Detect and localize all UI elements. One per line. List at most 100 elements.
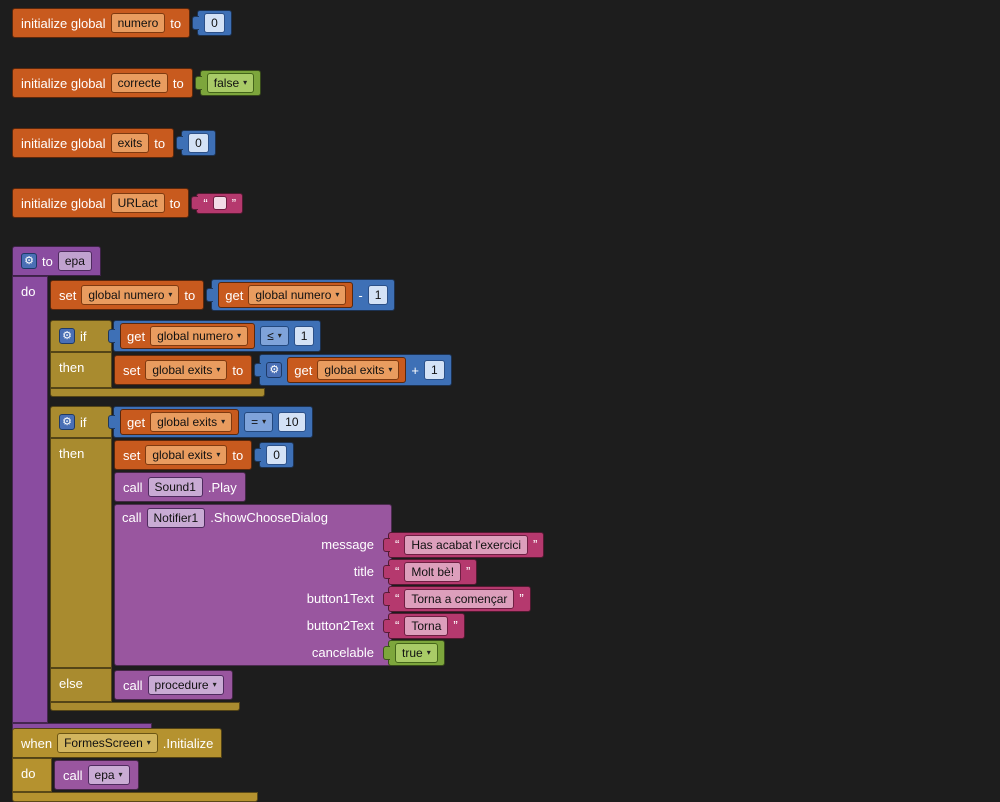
gear-icon[interactable]: ⚙ — [21, 253, 37, 269]
text-field[interactable]: Torna — [404, 615, 449, 636]
logic-dropdown[interactable]: true ▾ — [395, 642, 438, 663]
call-notifier-showchoosedialog-block[interactable]: call Notifier1 .ShowChooseDialog message… — [114, 504, 545, 666]
variable-dropdown-label: global numero — [88, 288, 165, 302]
logic-true-block[interactable]: true ▾ — [388, 639, 445, 666]
when-label: when — [21, 735, 53, 751]
number-block[interactable]: 0 — [181, 130, 216, 156]
procedure-dropdown-label: procedure — [154, 678, 209, 692]
variable-dropdown[interactable]: global exits ▾ — [150, 412, 233, 432]
if-block-2[interactable]: ⚙ if get global exits ▾ — [50, 406, 545, 711]
operator-dropdown-label: ≤ — [267, 329, 274, 343]
math-add-block[interactable]: ⚙ get global exits ▾ + 1 — [259, 354, 452, 386]
to-label: to — [169, 195, 181, 211]
variable-dropdown[interactable]: global exits ▾ — [145, 445, 228, 465]
procedure-dropdown[interactable]: procedure ▾ — [147, 675, 224, 695]
procedure-name-field[interactable]: epa — [57, 251, 92, 271]
empty-text-block[interactable]: “ ” — [196, 192, 244, 214]
set-global-exits-block[interactable]: set global exits ▾ to — [114, 440, 253, 470]
get-global-exits-block[interactable]: get global exits ▾ — [120, 409, 240, 435]
logic-false-block[interactable]: false ▾ — [199, 70, 262, 96]
method-label: .Play — [207, 479, 237, 495]
initialize-global-urlact-block[interactable]: initialize global URLact to — [12, 188, 190, 218]
when-formesscreen-initialize-block[interactable]: when FormesScreen ▾ .Initialize do call … — [12, 728, 258, 802]
chevron-down-icon: ▾ — [118, 770, 123, 779]
comparison-block[interactable]: get global numero ▾ ≤ ▾ 1 — [113, 320, 322, 352]
number-block[interactable]: 0 — [197, 10, 232, 36]
procedure-epa-block[interactable]: ⚙ to epa do set global numero ▾ to get — [12, 246, 545, 733]
if-block-bottom-edge — [50, 702, 240, 711]
get-label: get — [225, 287, 244, 303]
set-global-exits-block[interactable]: set global exits ▾ to — [114, 355, 253, 385]
text-block[interactable]: “ Torna ” — [388, 612, 465, 639]
text-block[interactable]: “ Molt bè! ” — [388, 558, 478, 585]
init-global-numero-group[interactable]: initialize global numero to 0 — [12, 8, 232, 38]
component-dropdown[interactable]: FormesScreen ▾ — [57, 733, 158, 753]
event-header[interactable]: when FormesScreen ▾ .Initialize — [12, 728, 223, 758]
param-row-button1text: button1Text “ Torna a començar ” — [114, 585, 544, 612]
text-field[interactable] — [212, 196, 227, 210]
variable-dropdown[interactable]: global exits ▾ — [317, 360, 400, 380]
procedure-dropdown[interactable]: epa ▾ — [87, 765, 130, 785]
set-global-numero-block[interactable]: set global numero ▾ to — [50, 280, 205, 310]
text-field[interactable]: Has acabat l'exercici — [404, 534, 529, 555]
minus-operator-label: - — [358, 287, 363, 303]
variable-dropdown[interactable]: global exits ▾ — [145, 360, 228, 380]
if-header[interactable]: ⚙ if — [50, 406, 112, 438]
number-block[interactable]: 0 — [259, 442, 294, 468]
math-subtract-block[interactable]: get global numero ▾ - 1 — [211, 279, 396, 311]
variable-name-field[interactable]: exits — [110, 133, 150, 153]
text-block[interactable]: “ Torna a començar ” — [388, 585, 531, 612]
text-block[interactable]: “ Has acabat l'exercici ” — [388, 531, 545, 558]
chevron-down-icon: ▾ — [243, 78, 248, 87]
to-label: to — [42, 253, 53, 269]
call-epa-block[interactable]: call epa ▾ — [54, 760, 139, 790]
logic-dropdown-label: false — [213, 76, 240, 90]
initialize-global-numero-block[interactable]: initialize global numero to — [12, 8, 191, 38]
set-numero-row[interactable]: set global numero ▾ to get global numero… — [50, 279, 396, 311]
init-global-urlact-group[interactable]: initialize global URLact to “ ” — [12, 188, 244, 218]
variable-dropdown[interactable]: global numero ▾ — [248, 285, 347, 305]
text-field[interactable]: Torna a començar — [404, 588, 515, 609]
component-dropdown[interactable]: Sound1 — [147, 477, 203, 497]
number-field[interactable]: 10 — [278, 412, 306, 432]
param-label: button1Text — [306, 591, 374, 606]
logic-dropdown[interactable]: false ▾ — [206, 73, 255, 93]
variable-name-field[interactable]: correcte — [110, 73, 168, 93]
get-global-numero-block[interactable]: get global numero ▾ — [120, 323, 256, 349]
gear-icon[interactable]: ⚙ — [59, 414, 75, 430]
procedure-body: do set global numero ▾ to get global — [12, 276, 545, 723]
number-field[interactable]: 1 — [367, 285, 389, 305]
gear-icon[interactable]: ⚙ — [266, 362, 283, 378]
variable-dropdown[interactable]: global numero ▾ — [81, 285, 180, 305]
call-procedure-block[interactable]: call procedure ▾ — [114, 670, 233, 700]
initialize-global-exits-block[interactable]: initialize global exits to — [12, 128, 175, 158]
number-field[interactable]: 1 — [423, 360, 445, 380]
variable-name-field[interactable]: URLact — [110, 193, 165, 213]
init-global-exits-group[interactable]: initialize global exits to 0 — [12, 128, 216, 158]
close-quote-icon: ” — [453, 618, 458, 633]
call-label: call — [123, 677, 143, 693]
if-condition-socket: get global exits ▾ = ▾ 10 — [113, 406, 313, 438]
call-sound1-play-block[interactable]: call Sound1 .Play — [114, 472, 246, 502]
get-global-exits-block[interactable]: get global exits ▾ — [287, 357, 407, 383]
number-field[interactable]: 0 — [188, 133, 209, 153]
gear-icon[interactable]: ⚙ — [59, 328, 75, 344]
if-block-1[interactable]: ⚙ if get global numero ▾ — [50, 320, 452, 397]
param-label: message — [321, 537, 374, 552]
operator-dropdown[interactable]: = ▾ — [244, 412, 274, 432]
number-field[interactable]: 0 — [204, 13, 225, 33]
set-exits-zero-row[interactable]: set global exits ▾ to 0 — [114, 440, 294, 470]
component-dropdown[interactable]: Notifier1 — [146, 507, 206, 528]
text-field[interactable]: Molt bè! — [404, 561, 462, 582]
variable-dropdown[interactable]: global numero ▾ — [150, 326, 249, 346]
variable-name-field[interactable]: numero — [110, 13, 166, 33]
if-header[interactable]: ⚙ if — [50, 320, 112, 352]
procedure-header[interactable]: ⚙ to epa — [12, 246, 101, 276]
operator-dropdown[interactable]: ≤ ▾ — [260, 326, 289, 346]
number-field[interactable]: 0 — [266, 445, 287, 465]
number-field[interactable]: 1 — [293, 326, 315, 346]
init-global-correcte-group[interactable]: initialize global correcte to false ▾ — [12, 68, 262, 98]
get-global-numero-block[interactable]: get global numero ▾ — [218, 282, 354, 308]
comparison-block[interactable]: get global exits ▾ = ▾ 10 — [113, 406, 313, 438]
initialize-global-correcte-block[interactable]: initialize global correcte to — [12, 68, 193, 98]
